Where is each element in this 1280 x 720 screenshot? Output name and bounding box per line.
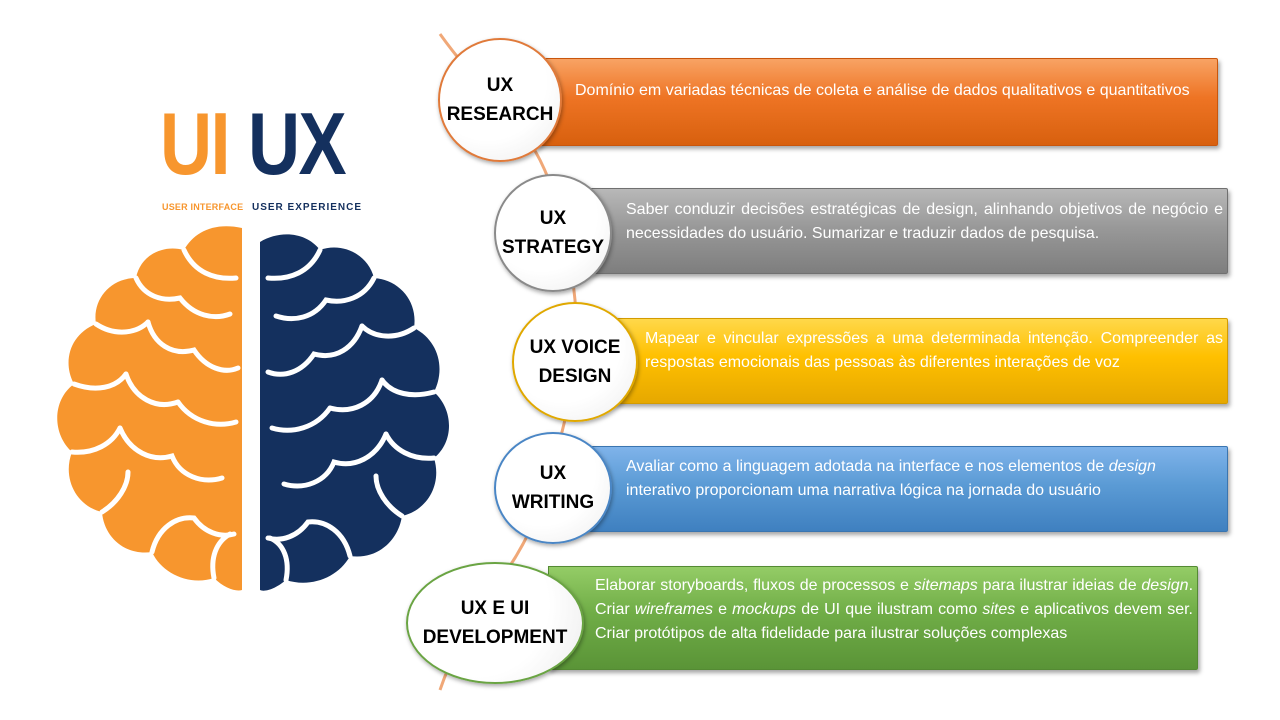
ux-research-title-1: UX xyxy=(486,75,514,96)
ux-voice-design-circle: UX VOICE DESIGN xyxy=(512,302,638,422)
ui-ux-logo: UI UX USER INTERFACE USER EXPERIENCE xyxy=(160,94,363,220)
dev-text-6: wireframes xyxy=(634,601,713,618)
logo-ui-subtitle: USER INTERFACE xyxy=(162,202,244,212)
logo-ux-text: UX xyxy=(248,94,347,193)
brain-left-hemisphere xyxy=(57,226,243,591)
ux-research-description: Domínio em variadas técnicas de coleta e… xyxy=(536,58,1218,146)
ux-research-circle: UX RESEARCH xyxy=(438,38,562,162)
ux-writing-text-a: Avaliar como a linguagem adotada na inte… xyxy=(626,458,1109,475)
ux-voice-design-description: Mapear e vincular expressões a uma deter… xyxy=(602,318,1228,404)
logo-ux-subtitle: USER EXPERIENCE xyxy=(252,202,363,213)
ux-writing-text: Avaliar como a linguagem adotada na inte… xyxy=(626,455,1205,503)
ux-ui-development-title-1: UX E UI xyxy=(460,598,530,619)
ux-writing-title-1: UX xyxy=(539,463,567,484)
ux-writing-description: Avaliar como a linguagem adotada na inte… xyxy=(580,446,1228,532)
dev-text-3: para ilustrar ideias de xyxy=(977,577,1142,594)
dev-text-9: de UI que ilustram como xyxy=(796,601,983,618)
ux-writing-title-2: WRITING xyxy=(511,492,595,513)
dev-text-8: mockups xyxy=(732,601,797,618)
brain-right-hemisphere xyxy=(260,234,449,591)
ux-research-title-2: RESEARCH xyxy=(446,104,554,125)
ux-writing-circle: UX WRITING xyxy=(494,432,612,544)
dev-text-2: sitemaps xyxy=(913,577,978,594)
brain-left-folds xyxy=(69,247,241,581)
ux-strategy-text: Saber conduzir decisões estratégicas de … xyxy=(626,201,1223,242)
ux-voice-design-title-1: UX VOICE xyxy=(529,337,621,358)
ux-ui-development-description: Elaborar storyboards, fluxos de processo… xyxy=(548,566,1198,670)
dev-text-7: e xyxy=(713,601,733,618)
ux-research-text: Domínio em variadas técnicas de coleta e… xyxy=(575,82,1190,99)
ux-strategy-circle: UX STRATEGY xyxy=(494,174,612,292)
dev-text-1: Elaborar storyboards, fluxos de processo… xyxy=(595,577,914,594)
ux-voice-design-title-2: DESIGN xyxy=(538,366,612,387)
brain-icon xyxy=(57,226,449,591)
dev-text-11: e aplicativos devem ser. Criar protótipo… xyxy=(595,601,1194,642)
ux-ui-development-circle: UX E UI DEVELOPMENT xyxy=(406,562,584,684)
dev-text-4: design xyxy=(1141,577,1189,594)
ux-strategy-title-1: UX xyxy=(539,208,567,229)
dev-text-10: sites xyxy=(982,601,1016,618)
dev-text-5: . Criar xyxy=(595,577,1194,618)
ux-strategy-title-2: STRATEGY xyxy=(501,237,605,258)
ux-strategy-description: Saber conduzir decisões estratégicas de … xyxy=(580,188,1228,274)
ux-writing-text-c: interativo proporcionam uma narrativa ló… xyxy=(626,482,1101,499)
ux-voice-design-text: Mapear e vincular expressões a uma deter… xyxy=(645,330,1223,371)
ux-ui-development-title-2: DEVELOPMENT xyxy=(422,627,568,648)
ux-ui-development-text: Elaborar storyboards, fluxos de processo… xyxy=(595,574,1193,646)
logo-ui-text: UI xyxy=(160,94,231,193)
brain-right-folds xyxy=(265,247,437,583)
ux-writing-text-italic: design xyxy=(1108,458,1156,475)
